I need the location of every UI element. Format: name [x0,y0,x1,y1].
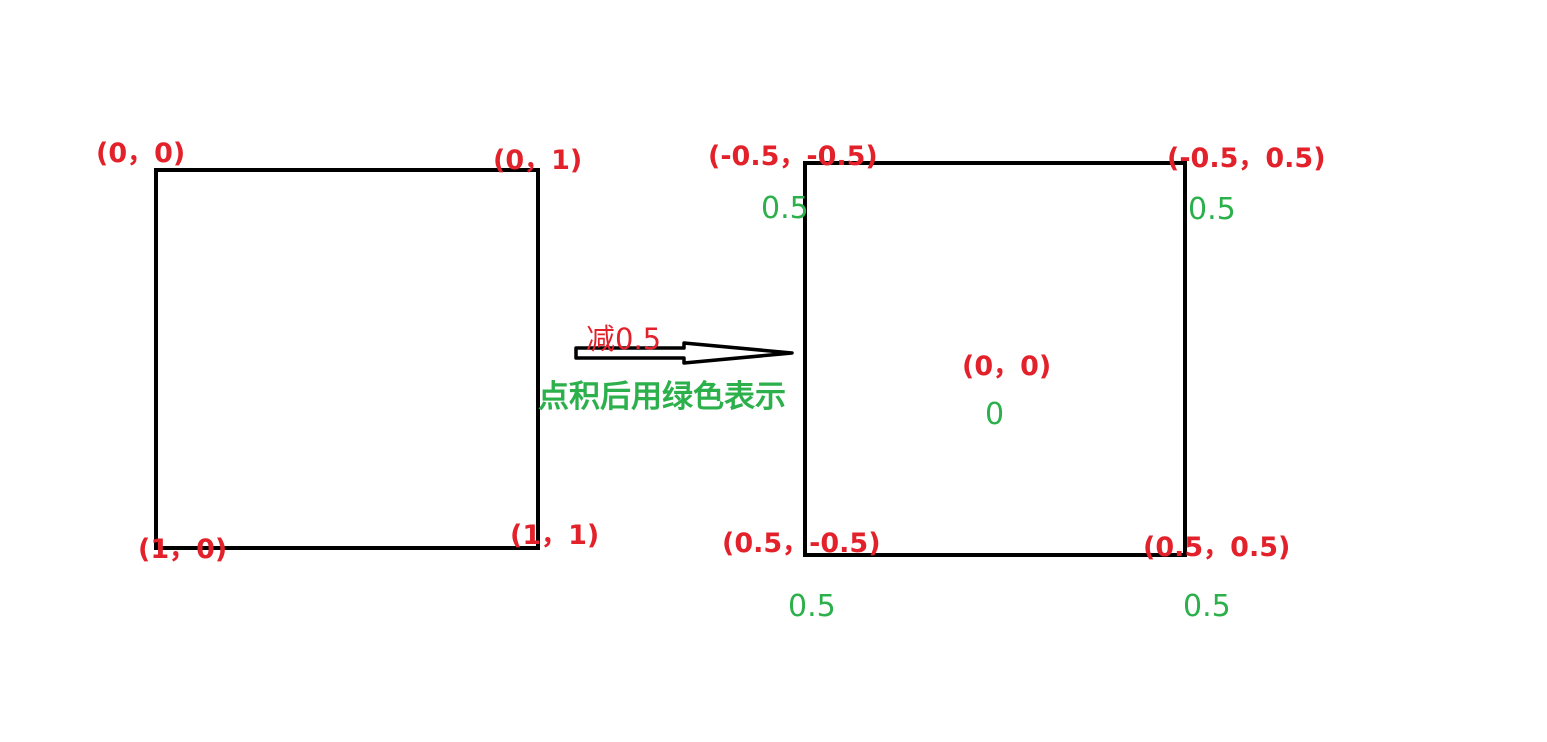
dot-bottom-right: 0.5 [1183,589,1231,624]
dot-center: 0 [985,397,1005,432]
right-center-coord: (0，0) [962,351,1052,382]
right-bottom-left-coord: (0.5，-0.5) [722,528,881,559]
right-top-right-coord: (-0.5，0.5) [1167,143,1326,174]
arrow-label: 减0.5 [586,322,662,356]
left-bottom-right-coord: (1，1) [510,520,600,551]
dot-top-right: 0.5 [1188,192,1236,227]
left-top-left-coord: (0，0) [96,138,186,169]
right-bottom-right-coord: (0.5，0.5) [1143,532,1291,563]
arrow-caption: 点积后用绿色表示 [538,379,786,415]
dot-bottom-left: 0.5 [788,589,836,624]
arrow-shape [574,341,794,365]
dot-top-left: 0.5 [761,191,809,226]
left-top-right-coord: (0，1) [493,145,583,176]
right-square [803,161,1187,557]
left-square [154,168,540,550]
left-bottom-left-coord: (1，0) [138,534,228,565]
right-top-left-coord: (-0.5，-0.5) [708,141,878,172]
